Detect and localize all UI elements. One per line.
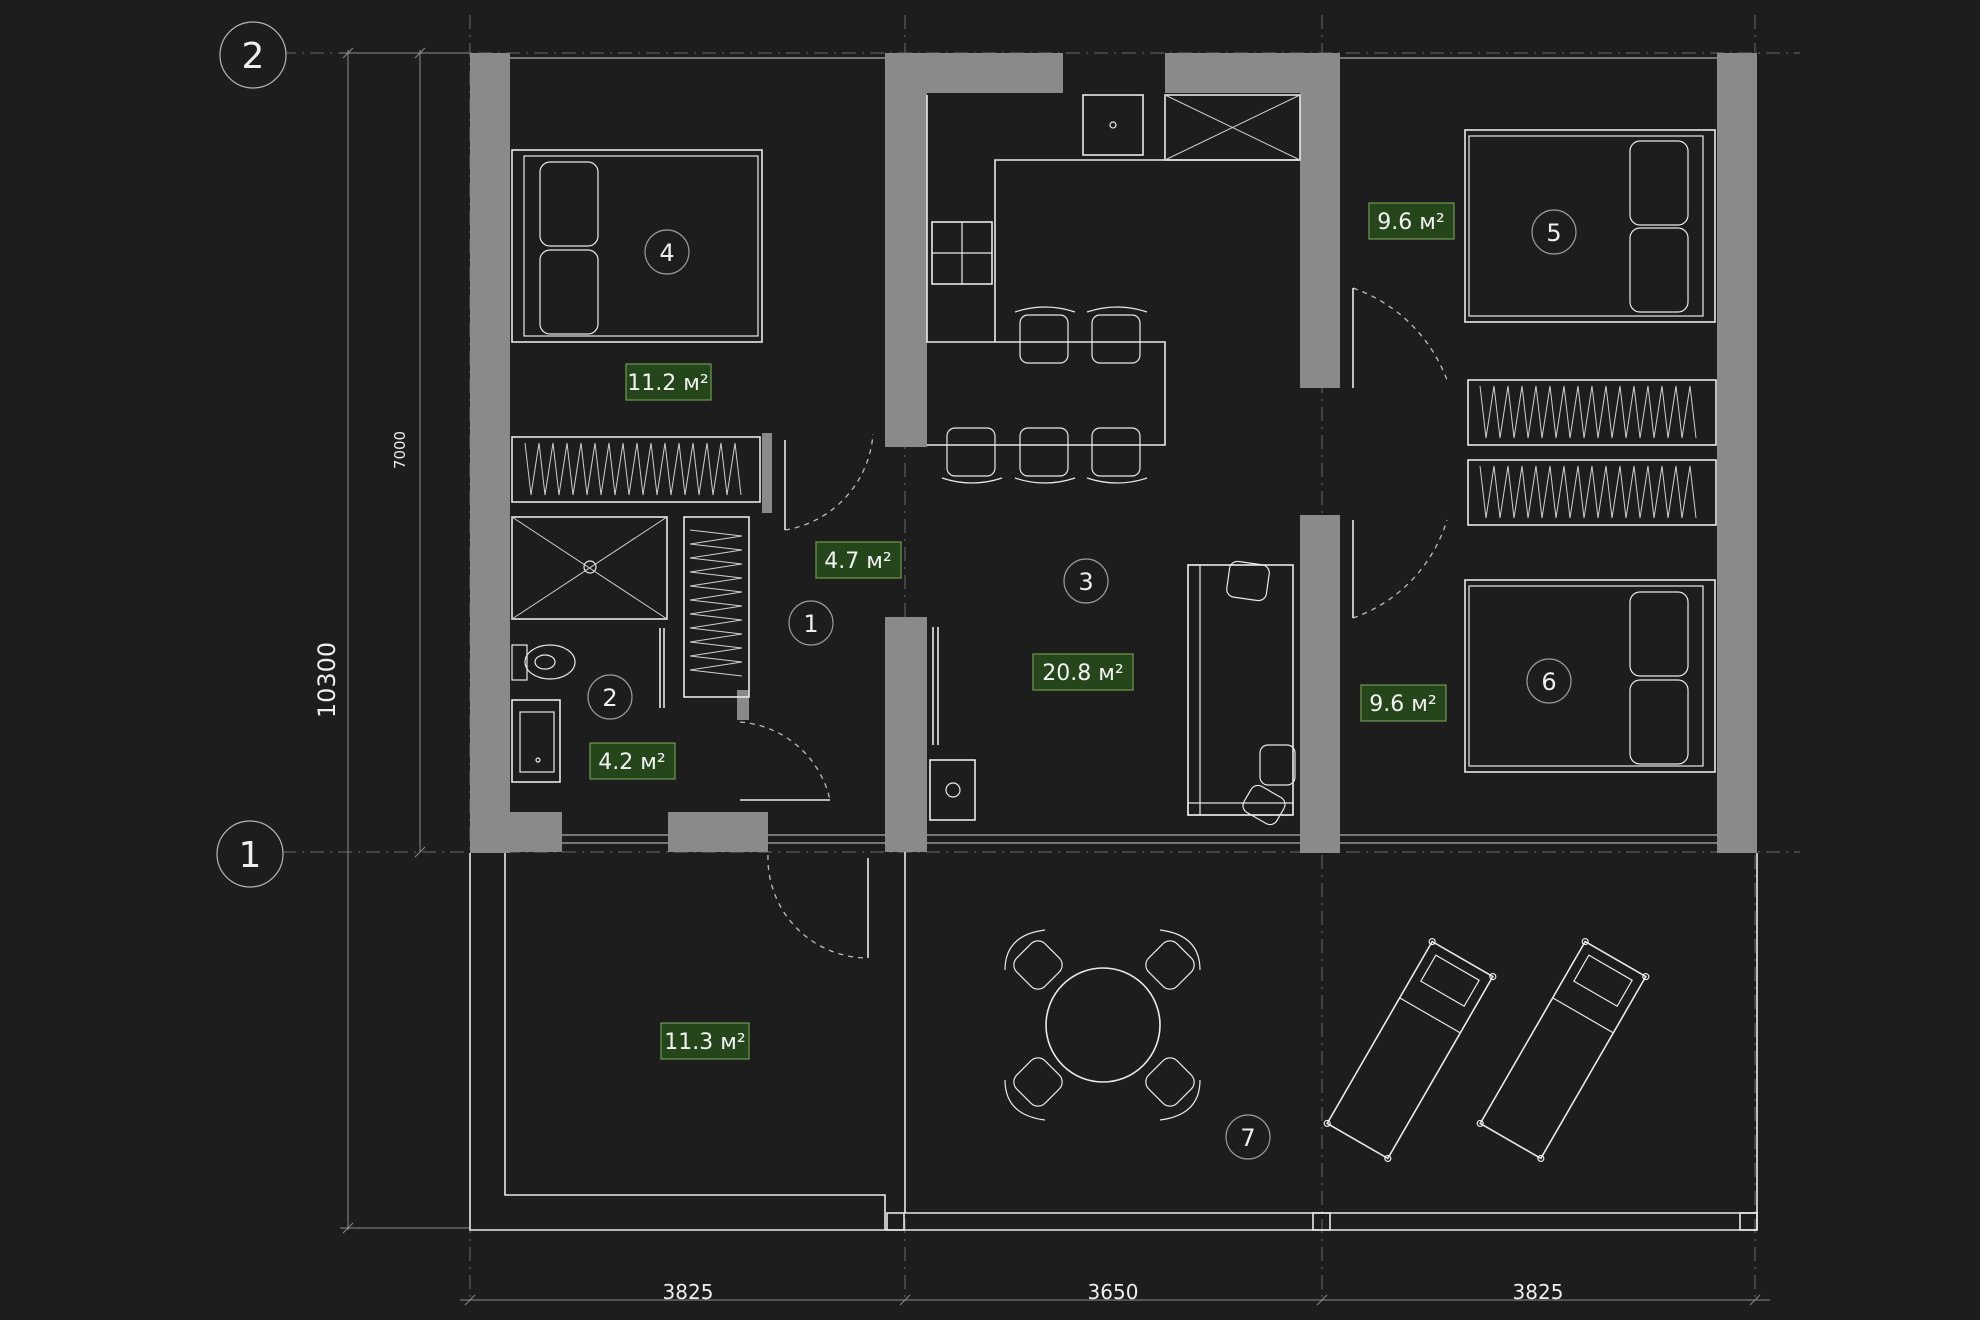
living-furniture [929,560,1296,826]
terrace [469,852,1758,1231]
wall-bottom-left-2 [668,812,768,852]
axis-marker-1: 1 [216,820,284,888]
kitchen [926,94,1301,484]
wall-right [1717,53,1757,853]
area-label-5: 9.6 м² [1377,210,1444,235]
round-table [1045,967,1161,1083]
toilet-tank [511,644,528,681]
area-label-6: 9.6 м² [1369,692,1436,717]
toilet-bowl [524,644,576,680]
cabinet [929,759,976,821]
area-label-4: 11.2 м² [627,371,708,396]
doors [739,287,1448,959]
bed-room-4 [511,149,763,343]
wall-stub-2 [737,690,749,720]
area-box-3 [1032,653,1134,691]
room-numbers: 1 2 3 4 5 6 7 [587,209,1577,1160]
room-number-1: 1 [803,610,818,638]
bathroom-fixtures [511,516,668,783]
axis-marker-2: 2 [219,21,287,89]
room-number-3: 3 [1078,568,1093,596]
area-box-6 [1360,684,1447,722]
area-label-1: 4.7 м² [824,549,891,574]
wall-central-left-lower [885,617,927,852]
walls [470,53,1757,853]
area-box-2 [589,742,676,780]
wall-stub-1 [762,433,772,513]
dim-inner-height: 7000 [391,431,409,469]
kitchen-sink [1082,94,1144,156]
room-number-6: 6 [1541,668,1556,696]
fridge [1164,94,1301,161]
axis-label-1: 1 [239,835,262,876]
dim-overall-height: 10300 [313,642,341,718]
area-label-3: 20.8 м² [1042,661,1123,686]
dimension-lines: 10300 7000 3825 3650 3825 [313,47,1770,1306]
sofa [1187,564,1294,816]
area-box-1 [815,541,902,579]
wall-central-left-upper [885,53,927,447]
area-box-7 [660,1022,750,1060]
axis-label-2: 2 [242,36,265,77]
room-number-2: 2 [602,684,617,712]
dim-bottom-3: 3825 [1513,1280,1564,1304]
area-labels: 4.7 м² 4.2 м² 20.8 м² 11.2 м² 9.6 м² 9.6… [589,202,1455,1060]
terrace-furniture [1004,929,1650,1163]
wall-bottom-left-1 [470,812,562,852]
wall-central-right-lower [1300,515,1340,853]
sink [511,699,561,783]
lounger-1 [1323,937,1497,1163]
room-number-5: 5 [1546,219,1561,247]
room-number-7: 7 [1240,1124,1255,1152]
area-label-2: 4.2 м² [598,750,665,775]
wall-central-right-upper [1300,53,1340,388]
area-box-4 [625,363,712,401]
lounger-2 [1476,937,1650,1163]
area-label-7: 11.3 м² [664,1030,745,1055]
bed-room-5 [1464,129,1716,323]
bed-room-6 [1464,579,1716,773]
wardrobes [511,379,1717,698]
outline [508,57,1720,844]
dim-bottom-2: 3650 [1088,1280,1139,1304]
wall-left [470,53,510,853]
area-box-5 [1368,202,1455,240]
dim-bottom-1: 3825 [663,1280,714,1304]
room-number-4: 4 [659,239,674,267]
